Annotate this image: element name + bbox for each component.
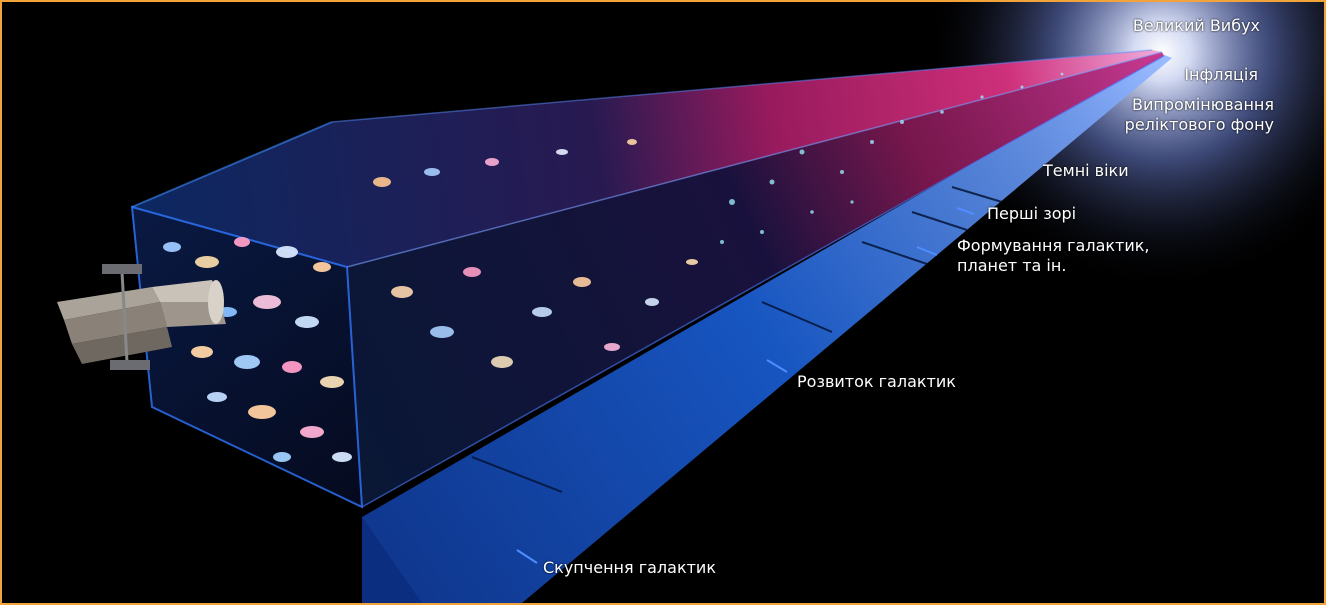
label-cmb-line2: реліктового фону — [1124, 115, 1274, 134]
galaxies-front — [163, 237, 352, 462]
label-galaxy-clusters: Скупчення галактик — [543, 558, 716, 577]
label-galaxy-formation: Формування галактик, планет та ін. — [957, 236, 1150, 276]
label-cmb-line1: Випромінювання — [1131, 95, 1274, 114]
hubble-telescope-icon — [57, 264, 226, 370]
label-galaxy-formation-line2: планет та ін. — [957, 256, 1067, 275]
galaxies-depth — [373, 72, 1064, 368]
label-galaxy-formation-line1: Формування галактик, — [957, 236, 1150, 255]
label-first-stars: Перші зорі — [987, 204, 1077, 223]
label-cmb: Випромінювання реліктового фону — [1125, 95, 1274, 135]
label-galaxy-development: Розвиток галактик — [797, 372, 956, 391]
label-inflation: Інфляція — [1184, 65, 1258, 84]
label-dark-ages: Темні віки — [1043, 161, 1129, 180]
label-big-bang: Великий Вибух — [1132, 16, 1260, 35]
